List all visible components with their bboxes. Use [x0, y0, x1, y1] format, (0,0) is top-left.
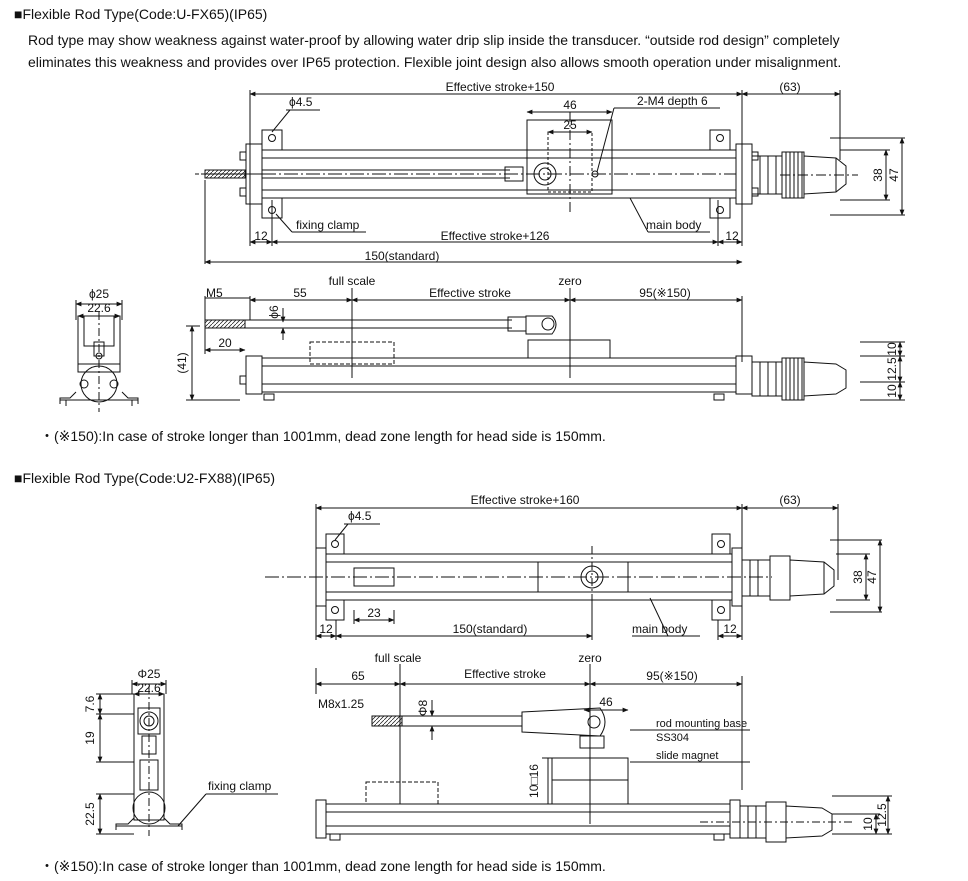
s1-label-fixing-clamp: fixing clamp	[296, 218, 360, 232]
s2-label-sq16: 10□16	[527, 764, 541, 798]
s1-label-38: 38	[871, 168, 885, 182]
s1-label-95: 95(※150)	[639, 286, 690, 300]
s2-label-65: 65	[351, 669, 365, 683]
s2-label-phi45: ϕ4.5	[348, 509, 372, 523]
s2-label-eff-stroke-160: Effective stroke+160	[471, 493, 580, 507]
s2-label-full-scale: full scale	[375, 651, 422, 665]
s1-label-125: 12.5	[885, 357, 899, 381]
s2-label-63: (63)	[779, 493, 800, 507]
s2-label-eff-stroke: Effective stroke	[464, 667, 546, 681]
s2-label-38: 38	[851, 570, 865, 584]
s2-label-zero: zero	[578, 651, 602, 665]
s1-label-63: (63)	[779, 80, 800, 94]
s2-end-view	[96, 680, 278, 836]
s1-label-eff-stroke: Effective stroke	[429, 286, 511, 300]
s1-label-phi6: ϕ6	[267, 305, 281, 319]
s1-label-226: 22.6	[87, 301, 111, 315]
s2-top-view	[265, 504, 883, 640]
s2-label-95: 95(※150)	[646, 669, 697, 683]
s1-label-eff-stroke-150: Effective stroke+150	[446, 80, 555, 94]
s1-label-55: 55	[293, 286, 307, 300]
s1-label-20: 20	[218, 336, 232, 350]
s1-label-standard: 150(standard)	[365, 249, 440, 263]
s1-label-main-body: main body	[646, 218, 701, 232]
s1-label-m4: 2-M4 depth 6	[637, 94, 708, 108]
s2-label-10: 10	[861, 817, 875, 831]
s2-label-47: 47	[865, 570, 879, 584]
s1-label-12b: 12	[725, 229, 739, 243]
s1-label-phi25: ϕ25	[89, 287, 109, 301]
s2-label-12b: 12	[723, 622, 737, 636]
s2-label-125: 12.5	[875, 803, 889, 827]
s2-label-phi8: Φ8	[416, 700, 430, 717]
s1-side-view	[186, 288, 905, 401]
s1-label-10b: 10	[885, 384, 899, 398]
s1-label-25: 25	[563, 118, 577, 132]
s2-label-23: 23	[367, 606, 381, 620]
s2-label-46: 46	[599, 695, 613, 709]
s2-label-base1: rod mounting base	[656, 718, 747, 730]
s2-label-main-body: main body	[632, 622, 687, 636]
s1-label-10a: 10	[885, 342, 899, 356]
s1-label-47: 47	[887, 168, 901, 182]
s2-label-m8: M8x1.25	[318, 697, 364, 711]
s2-label-fixing-clamp: fixing clamp	[208, 779, 272, 793]
s1-label-eff-stroke-126: Effective stroke+126	[441, 229, 550, 243]
s2-label-phi25: Φ25	[138, 667, 161, 681]
s1-label-46: 46	[563, 98, 577, 112]
s2-label-226: 22.6	[137, 681, 161, 695]
s1-label-12a: 12	[254, 229, 268, 243]
s2-label-225: 22.5	[83, 802, 97, 826]
s2-label-slide-magnet: slide magnet	[656, 750, 718, 762]
section1-note: ・(※150):In case of stroke longer than 10…	[40, 428, 606, 444]
s2-label-standard: 150(standard)	[453, 622, 528, 636]
s1-label-m5: M5	[206, 286, 223, 300]
s2-label-base2: SS304	[656, 732, 689, 744]
section2-note: ・(※150):In case of stroke longer than 10…	[40, 858, 606, 874]
section1-description-line1: Rod type may show weakness against water…	[28, 32, 840, 48]
s2-label-76: 7.6	[83, 695, 97, 712]
s1-label-zero: zero	[558, 274, 582, 288]
s2-label-12a: 12	[319, 622, 333, 636]
s1-label-full-scale: full scale	[329, 274, 376, 288]
s2-label-19: 19	[83, 731, 97, 745]
section1-heading: ■Flexible Rod Type(Code:U-FX65)(IP65)	[14, 6, 268, 22]
s1-label-phi45: ϕ4.5	[289, 95, 313, 109]
s1-label-41: (41)	[175, 352, 189, 373]
section1-description-line2: eliminates this weakness and provides ov…	[28, 54, 842, 70]
s1-top-view	[195, 90, 905, 265]
section2-heading: ■Flexible Rod Type(Code:U2-FX88)(IP65)	[14, 470, 276, 486]
s2-side-view	[315, 664, 892, 843]
s1-end-view	[59, 300, 139, 412]
